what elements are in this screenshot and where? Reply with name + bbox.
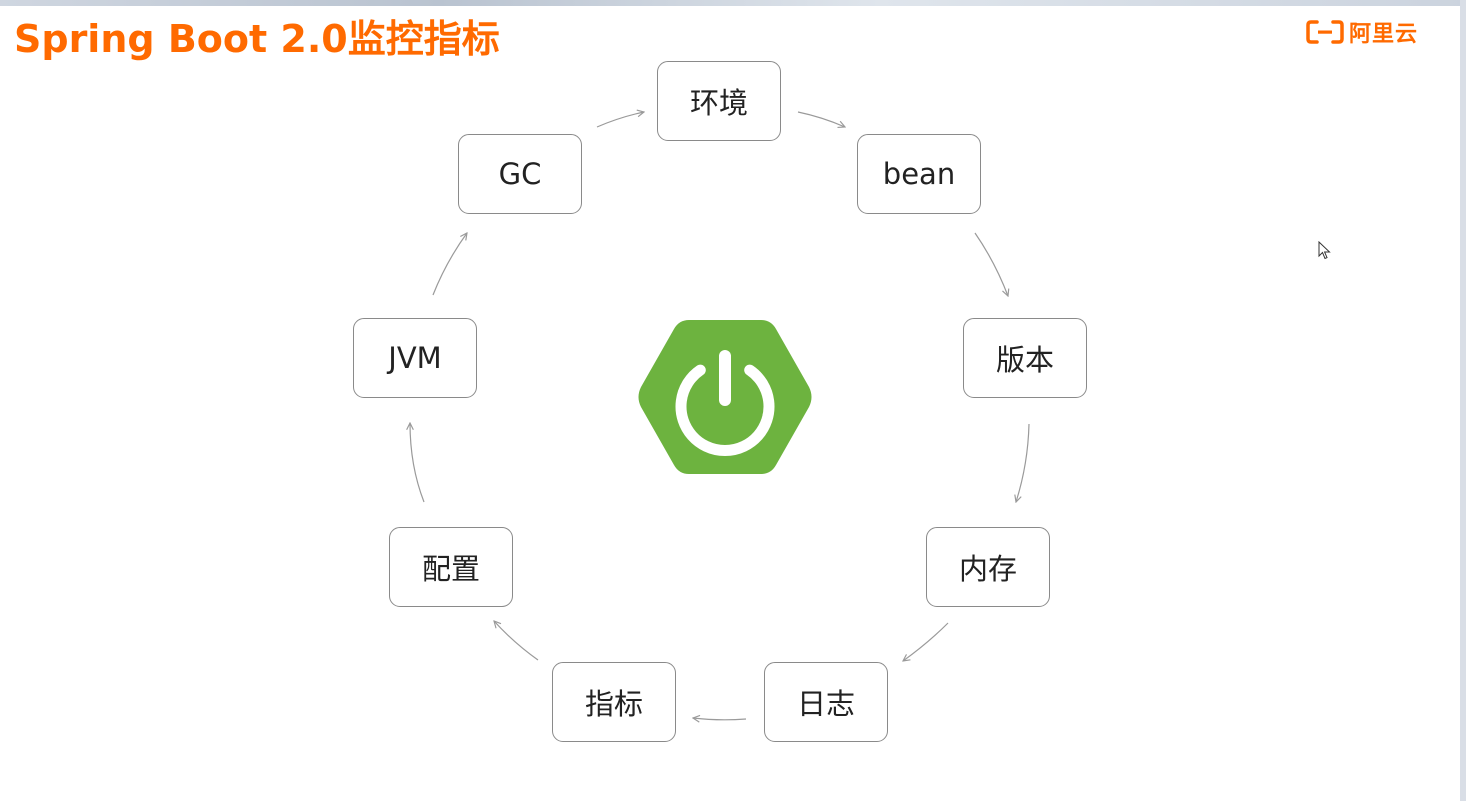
arrow-memory-log xyxy=(903,622,949,661)
right-edge xyxy=(1460,0,1466,801)
top-strip xyxy=(0,0,1466,6)
node-memory: 内存 xyxy=(926,527,1050,607)
node-jvm: JVM xyxy=(353,318,477,398)
node-gc: GC xyxy=(458,134,582,214)
node-version: 版本 xyxy=(963,318,1087,398)
aliyun-logo-icon xyxy=(1306,20,1344,44)
brand-text: 阿里云 xyxy=(1349,22,1419,47)
arrow-config-jvm xyxy=(410,423,425,503)
brand: 阿里云 xyxy=(1306,17,1418,47)
arrow-bean-version xyxy=(974,232,1008,296)
node-bean: bean xyxy=(857,134,981,214)
arrow-version-memory xyxy=(1016,423,1030,502)
spring-power-icon xyxy=(638,320,812,474)
mouse-cursor-icon xyxy=(1318,241,1331,260)
arrow-env-bean xyxy=(797,111,845,127)
arrow-gc-env xyxy=(596,112,644,128)
node-log: 日志 xyxy=(764,662,888,742)
arrow-metrics-config xyxy=(494,621,539,661)
node-metrics: 指标 xyxy=(552,662,676,742)
arrow-jvm-gc xyxy=(432,233,467,296)
node-config: 配置 xyxy=(389,527,513,607)
arrow-log-metrics xyxy=(693,718,747,720)
slide-title: Spring Boot 2.0监控指标 xyxy=(14,17,500,61)
node-env: 环境 xyxy=(657,61,781,141)
